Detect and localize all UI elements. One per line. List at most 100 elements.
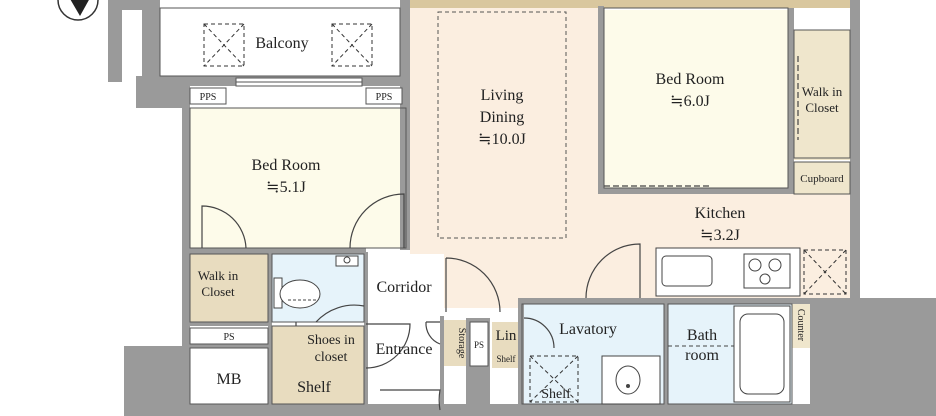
walk-in-closet-left-floor — [190, 252, 268, 324]
window-left — [203, 23, 245, 67]
walk-in-closet-right-line1: Walk in — [802, 84, 843, 99]
living-dashed-area — [437, 11, 567, 239]
pps-right-box — [365, 87, 403, 105]
wall-segment — [142, 0, 160, 82]
bedroom-left-outline — [189, 107, 407, 249]
wall-segment — [440, 316, 444, 408]
bathroom-label-line2: room — [685, 347, 719, 364]
balcony-windows — [203, 23, 373, 87]
wall-segment — [788, 8, 794, 194]
door-lavatory — [523, 317, 555, 349]
shoes-closet-line1: Shoes in — [307, 333, 355, 348]
ps-left-box — [189, 327, 269, 345]
bedroom-right-outline — [603, 7, 789, 189]
door-entrance-main — [380, 389, 441, 411]
balcony-label: Balcony — [255, 35, 308, 52]
wall-segment — [190, 248, 366, 254]
dining-label: Dining — [480, 109, 524, 126]
storage-floor — [444, 320, 466, 366]
wall-segment — [410, 0, 850, 8]
door-corridor-living — [445, 257, 501, 313]
wall-segment — [108, 0, 122, 82]
wall-segment — [122, 0, 154, 10]
bathroom-label-line1: Bath — [687, 327, 717, 344]
wall-segment — [124, 346, 190, 416]
walk-in-closet-right-outline — [793, 29, 851, 159]
bathtub — [739, 313, 785, 395]
lavatory-label: Lavatory — [559, 321, 617, 338]
bedroom-right-label: Bed Room — [656, 71, 725, 88]
storage-label: Storage — [456, 328, 467, 359]
pps-left-box — [189, 87, 227, 105]
fridge-space — [803, 249, 847, 295]
ps-mid-label: PS — [474, 340, 484, 350]
lavatory-outline — [521, 303, 665, 405]
corridor-floor — [366, 254, 444, 406]
wall-segment — [664, 302, 668, 408]
kitchen-sink — [661, 255, 713, 287]
kitchen-stove — [743, 253, 791, 289]
shoes-closet-outline — [271, 325, 365, 405]
cupboard-floor — [794, 162, 850, 194]
corridor-label: Corridor — [376, 279, 432, 296]
room-labels: Balcony Bed Room ≒5.1J Living Dining ≒10… — [217, 35, 746, 402]
lavatory-fixtures — [529, 355, 661, 405]
wall-segment — [518, 298, 524, 410]
walk-in-closet-right-line2: Closet — [805, 100, 839, 115]
walk-in-closet-left-line2: Closet — [201, 284, 235, 299]
cupboard-label: Cupboard — [800, 173, 844, 185]
wall-segment — [364, 252, 368, 408]
wall-segment — [190, 322, 272, 326]
kitchen-size: ≒3.2J — [700, 227, 740, 244]
toilet-sink — [335, 255, 359, 267]
bathroom-outline — [667, 303, 793, 405]
walk-in-closet-left-line1: Walk in — [198, 268, 239, 283]
door-entrance-a — [365, 323, 411, 369]
shoes-closet-floor — [272, 326, 364, 404]
toilet-outline — [271, 253, 365, 323]
living-label: Living — [481, 87, 524, 104]
doors — [201, 56, 799, 411]
shoes-closet-line2: closet — [315, 350, 348, 365]
wall-segment — [190, 404, 810, 416]
bath-fixtures — [668, 305, 791, 403]
shaft-boxes — [189, 87, 489, 367]
wall-segment — [518, 298, 852, 304]
vertical-labels: Storage Counter — [456, 309, 806, 359]
living-size: ≒10.0J — [478, 131, 526, 148]
window-right — [331, 23, 373, 67]
wall-segment — [850, 298, 936, 416]
door-left-bedroom — [201, 205, 247, 249]
cupboard-outline — [793, 161, 851, 195]
washbasin-counter — [601, 355, 661, 405]
door-living-lavatory — [585, 243, 641, 299]
entrance-label: Entrance — [376, 341, 433, 358]
bedroom-left-floor — [190, 108, 406, 248]
wall-segment — [598, 188, 792, 194]
lin-label: Lin — [496, 328, 517, 344]
ps-left-label: PS — [223, 332, 234, 343]
pps-right-label: PPS — [376, 92, 393, 103]
kitchen-label: Kitchen — [695, 205, 746, 222]
door-toilet — [295, 304, 365, 326]
mb-floor — [190, 348, 268, 408]
wall-segment — [136, 82, 190, 108]
washer-space — [529, 355, 579, 403]
room-outlines — [159, 7, 851, 405]
kitchen-counter-top — [655, 247, 801, 297]
ps-mid-box — [469, 321, 489, 367]
wall-segment — [598, 6, 604, 194]
wall-segment — [850, 0, 860, 300]
pps-left-label: PPS — [200, 92, 217, 103]
small-labels: Walk in Closet Cupboard Walk in Closet S… — [198, 84, 844, 365]
wall-segment — [190, 344, 272, 348]
north-arrow-icon — [57, 0, 99, 21]
counter-floor — [792, 302, 810, 348]
wall-segment — [268, 252, 272, 408]
lin-shelf-floor — [492, 322, 520, 368]
door-bedroom-hall — [349, 193, 405, 249]
balcony-outline — [159, 7, 401, 77]
hall-floor — [520, 240, 640, 302]
shelf-left-label: Shelf — [297, 379, 331, 396]
